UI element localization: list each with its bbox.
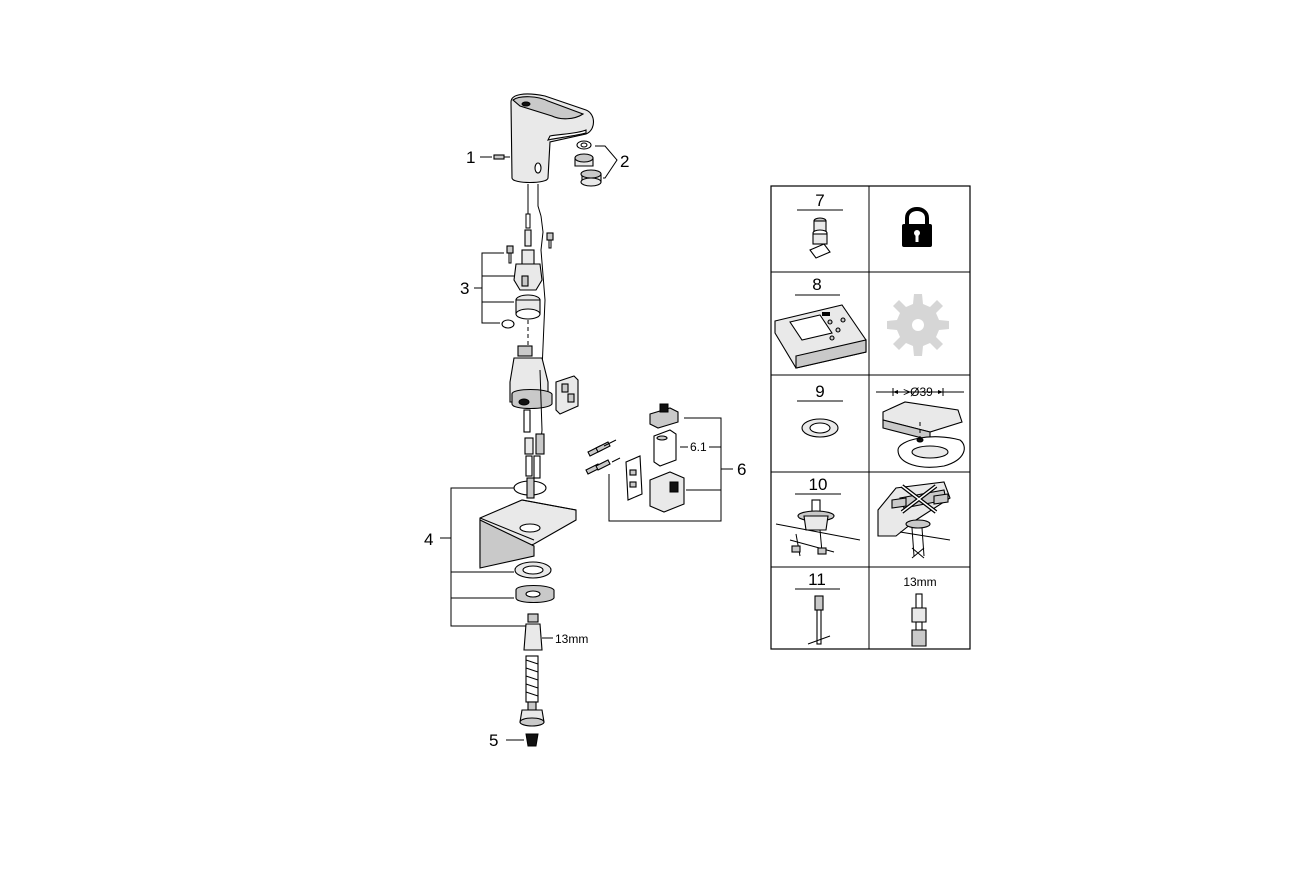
row-number-7: 7 (815, 191, 824, 210)
table-row: 10 (775, 475, 951, 559)
row-number-9: 9 (815, 382, 824, 401)
callout-6: 6 (737, 460, 746, 479)
aerator-icon (809, 217, 831, 259)
gear-icon (887, 294, 949, 356)
table-row: 9 >Ø39 (797, 382, 965, 468)
hole-diameter-label: >Ø39 (903, 385, 933, 399)
valve-housing (509, 320, 579, 433)
callout-2: 2 (620, 152, 629, 171)
set-screw (493, 154, 510, 160)
faucet-fixing-icon (877, 481, 951, 559)
table-row: 11 13mm (795, 570, 937, 647)
remote-control-icon (774, 304, 867, 369)
row-number-8: 8 (812, 275, 821, 294)
callout-3: 3 (460, 279, 469, 298)
callout-4: 4 (424, 530, 433, 549)
callout-5: 5 (489, 731, 498, 750)
seal-ring-icon (801, 418, 839, 438)
wrench-size-label: 13mm (555, 632, 588, 646)
aerator-set (574, 140, 602, 187)
mounting-set (479, 477, 577, 651)
row-number-11: 11 (808, 570, 826, 589)
callout-1: 1 (466, 148, 475, 167)
connection-hose (519, 655, 545, 727)
control-box-set (585, 403, 685, 513)
valve-cartridge (501, 232, 554, 329)
socket-wrench-icon (911, 593, 927, 647)
t-wrench-icon (807, 595, 831, 645)
table-row: 7 (797, 191, 932, 259)
faucet-body (510, 93, 595, 184)
filter (525, 733, 539, 747)
screw-set (585, 439, 621, 475)
exploded-view: 1 2 (424, 93, 746, 750)
socket-size-label: 13mm (903, 575, 936, 589)
table-row: 8 (774, 275, 949, 369)
callout-6-1: 6.1 (690, 440, 707, 454)
basin-mounting-icon: >Ø39 (876, 385, 965, 468)
fixing-set-icon (775, 499, 861, 557)
accessories-table: 7 8 (770, 185, 971, 650)
row-number-10: 10 (809, 475, 828, 494)
padlock-icon (902, 207, 932, 247)
